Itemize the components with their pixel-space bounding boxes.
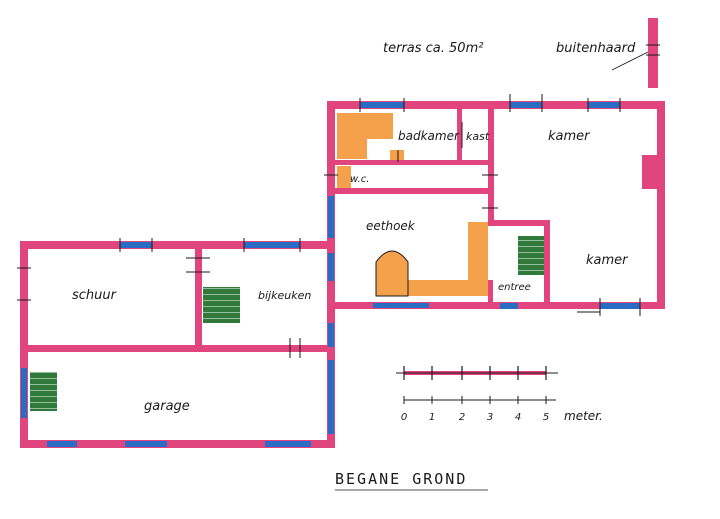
label-garage: garage (144, 399, 190, 414)
label-schuur: schuur (72, 288, 118, 303)
label-wc: w.c. (350, 174, 369, 185)
label-buitenhaard: buitenhaard (556, 41, 636, 56)
outdoor-fireplace (611, 18, 660, 88)
wall-ticks (17, 94, 641, 358)
scale-tick-4: 4 (515, 412, 521, 423)
scale-tick-0: 0 (401, 412, 407, 423)
label-kamer-right: kamer (586, 253, 629, 268)
scale-tick-3: 3 (487, 412, 493, 423)
label-kamer-top: kamer (548, 129, 591, 144)
plan-title: BEGANE GROND (335, 470, 467, 488)
scale-bar: 0 1 2 3 4 5 meter. (396, 366, 603, 423)
stairs (30, 236, 550, 411)
windows (21, 102, 640, 447)
scale-tick-1: 1 (429, 412, 435, 423)
label-bijkeuken: bijkeuken (258, 289, 311, 302)
bathroom-fixtures (337, 113, 404, 188)
scale-tick-2: 2 (459, 412, 465, 423)
kitchen-counter (375, 222, 488, 297)
scale-tick-5: 5 (543, 412, 549, 423)
label-eethoek: eethoek (366, 219, 416, 233)
label-badkamer: badkamer (398, 129, 460, 143)
label-terras: terras ca. 50m² (383, 41, 483, 56)
label-kast: kast (466, 130, 490, 143)
label-entree: entree (498, 282, 531, 293)
scale-unit: meter. (564, 409, 603, 423)
